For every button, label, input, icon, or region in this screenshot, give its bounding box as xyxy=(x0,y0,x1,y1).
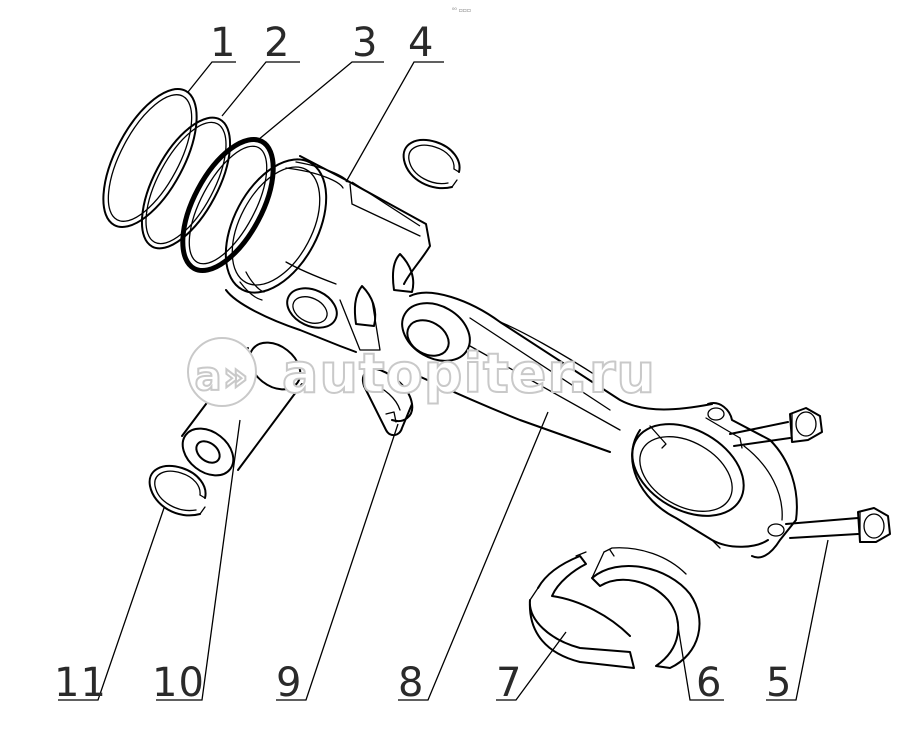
callout-3: 3 xyxy=(352,20,378,66)
watermark-logo: a» xyxy=(195,354,250,400)
rod-bolt-upper xyxy=(729,407,823,447)
piston-pin xyxy=(181,341,303,477)
watermark-text: autopiter.ru xyxy=(282,342,656,405)
watermark: a» autopiter.ru xyxy=(187,337,656,407)
callout-9: 9 xyxy=(276,660,302,706)
piston xyxy=(224,155,431,353)
callout-7: 7 xyxy=(496,660,522,706)
circlip-upper xyxy=(402,139,461,190)
bearing-shell-upper xyxy=(591,547,701,669)
circlip-lower xyxy=(148,465,207,517)
corner-mark: ⁰⁰ ▫▫▫ xyxy=(452,7,471,14)
callout-8: 8 xyxy=(398,660,424,706)
callout-1: 1 xyxy=(210,20,236,66)
piston-ring-1 xyxy=(102,88,198,228)
callout-2: 2 xyxy=(264,20,290,66)
rod-bolt-lower xyxy=(785,507,891,543)
callout-labels: 1 2 3 4 5 6 7 8 9 10 11 xyxy=(54,20,792,706)
leader-lines xyxy=(58,61,829,701)
piston-ring-3 xyxy=(180,136,276,274)
piston-ring-2 xyxy=(140,116,232,250)
connecting-rod xyxy=(401,291,798,559)
callout-10: 10 xyxy=(152,660,205,706)
bearing-shell-lower xyxy=(528,551,635,669)
callout-4: 4 xyxy=(408,20,434,66)
callout-5: 5 xyxy=(766,660,792,706)
callout-11: 11 xyxy=(54,660,107,706)
callout-6: 6 xyxy=(696,660,722,706)
